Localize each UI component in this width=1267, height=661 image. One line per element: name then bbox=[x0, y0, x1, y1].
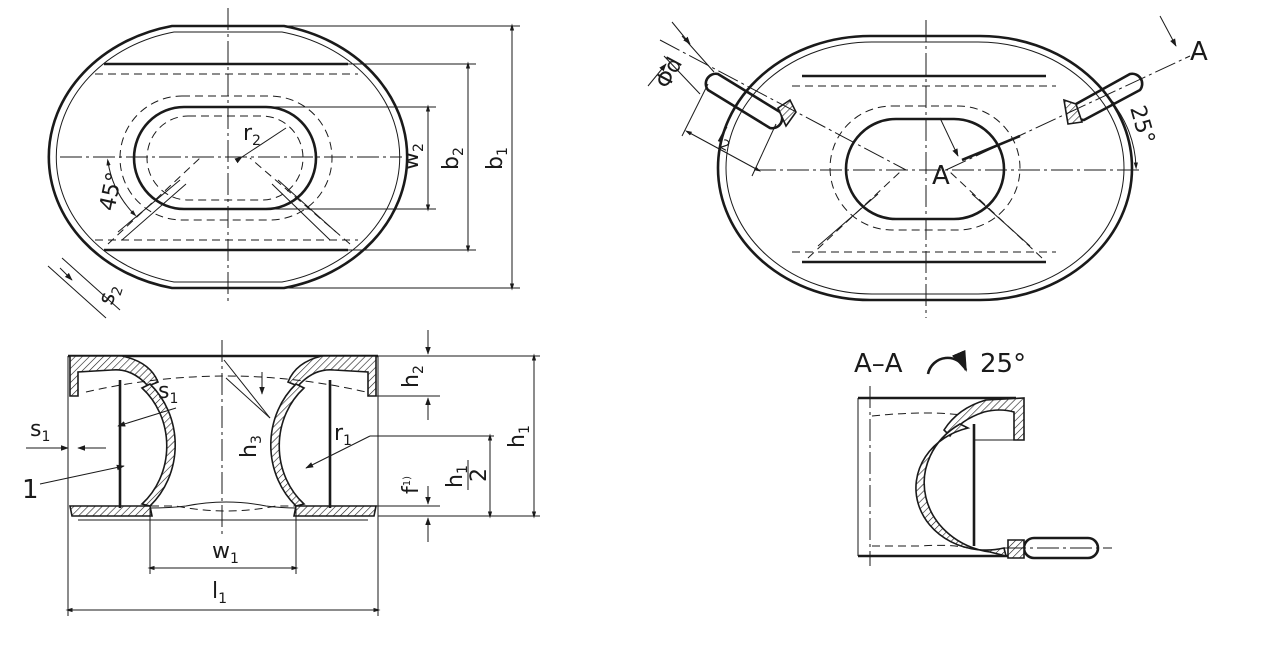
label-r1: r1 bbox=[334, 421, 352, 449]
label-section-A-mid: A bbox=[932, 161, 950, 191]
label-s2: s2 bbox=[94, 281, 127, 309]
label-s1-outer: s1 bbox=[30, 417, 50, 445]
label-h3: h3 bbox=[237, 435, 265, 458]
label-section-A-top: A bbox=[1190, 37, 1208, 67]
plan-view-with-lugs: Φd l2 A A 25° bbox=[647, 15, 1208, 318]
label-h2: h2 bbox=[399, 365, 427, 388]
section-A-A: A–A 25° bbox=[854, 349, 1112, 566]
label-s1-inner: s1 bbox=[158, 379, 178, 407]
label-f: f1) bbox=[399, 476, 424, 494]
label-l2: l2 bbox=[712, 123, 738, 155]
lug-plan-outer-outline bbox=[716, 34, 1134, 302]
plan-outer-inner-line bbox=[55, 31, 401, 283]
label-w1: w1 bbox=[212, 539, 239, 567]
label-section-title: A–A bbox=[854, 349, 903, 379]
label-h1: h1 bbox=[505, 425, 533, 448]
label-l1: l1 bbox=[212, 579, 227, 607]
label-b1: b1 bbox=[483, 147, 511, 170]
label-h1-half-den: 2 bbox=[467, 468, 492, 482]
front-section: h3 s1 s1 1 r1 h2 f1) h1 2 h1 bbox=[22, 330, 540, 616]
section-shell bbox=[942, 397, 1025, 441]
section-lug bbox=[1022, 536, 1100, 560]
label-angle-45: 45° bbox=[95, 170, 128, 213]
label-section-angle: 25° bbox=[980, 349, 1026, 379]
label-r2: r2 bbox=[243, 121, 261, 149]
lug-plan-inner-slot bbox=[844, 117, 1006, 221]
rotation-arrow-icon bbox=[926, 349, 968, 375]
plan-view: r2 45° s2 w2 b2 b1 bbox=[47, 8, 520, 319]
label-item-1: 1 bbox=[22, 475, 39, 505]
label-h1-half-num: h1 bbox=[443, 465, 471, 488]
right-lug bbox=[1062, 72, 1144, 125]
plan-inner-slot bbox=[132, 105, 318, 211]
left-lug bbox=[704, 72, 797, 130]
label-w2: w2 bbox=[399, 143, 427, 170]
label-phi-d: Φd bbox=[651, 53, 688, 92]
label-b2: b2 bbox=[439, 147, 467, 170]
